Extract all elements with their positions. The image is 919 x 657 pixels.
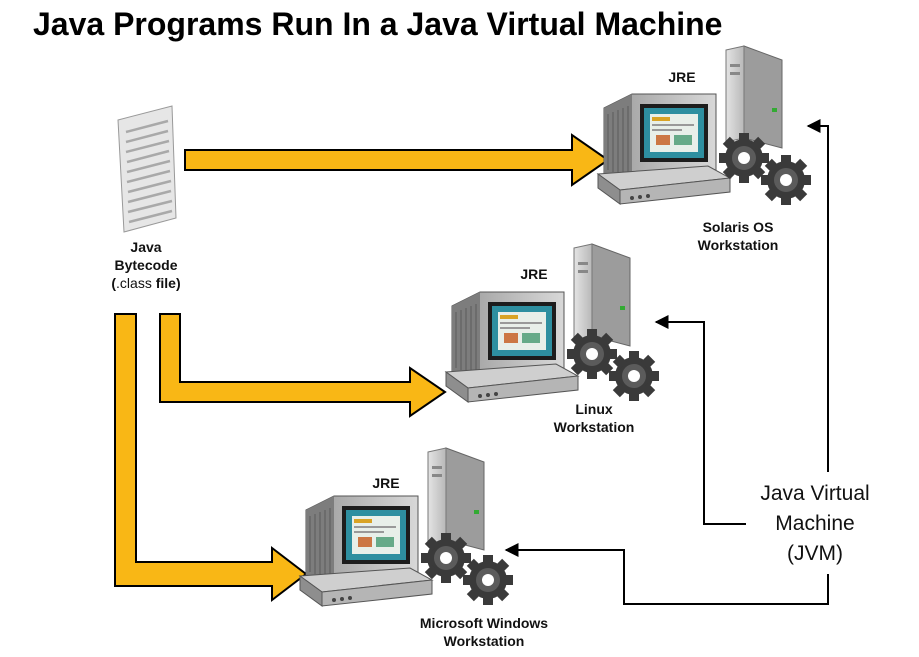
workstation-name-linux-line1: Linux [575,401,613,417]
jvm-label-line3: (JVM) [787,542,843,565]
gear-icon [761,155,811,205]
workstation-solaris [597,45,811,205]
bytecode-label-open: ( [111,275,116,291]
workstation-name-linux-line2: Workstation [554,419,635,435]
workstation-name-windows-line1: Microsoft Windows [420,615,548,631]
gear-icon [609,351,659,401]
jvm-arrow-solaris [806,119,829,472]
jre-label-linux: JRE [520,266,547,282]
bytecode-file-icon [117,105,177,233]
jvm-arrow-linux [654,315,746,525]
gear-icon [463,555,513,605]
bytecode-label-file: file) [152,275,181,291]
jvm-label-line1: Java Virtual [760,482,869,505]
workstation-name-solaris-line1: Solaris OS [703,219,774,235]
bytecode-label-line2: Bytecode [114,257,177,273]
jvm-label-line2: Machine [775,512,854,535]
yellow-arrow-solaris [184,133,610,187]
bytecode-label-line3: (.class file) [111,275,180,291]
workstation-windows [299,447,513,607]
page-title: Java Programs Run In a Java Virtual Mach… [33,6,723,42]
bytecode-label-class: .class [116,275,152,291]
yellow-arrow-windows [114,313,308,603]
yellow-arrow-linux [159,313,447,418]
bytecode-label-line1: Java [130,239,161,255]
computer-icon [299,447,485,607]
workstation-name-solaris-line2: Workstation [698,237,779,253]
jvm-arrow-windows [504,543,829,605]
jre-label-solaris: JRE [668,69,695,85]
workstation-name-windows-line2: Workstation [444,633,525,649]
workstation-linux [445,243,659,403]
jre-label-windows: JRE [372,475,399,491]
